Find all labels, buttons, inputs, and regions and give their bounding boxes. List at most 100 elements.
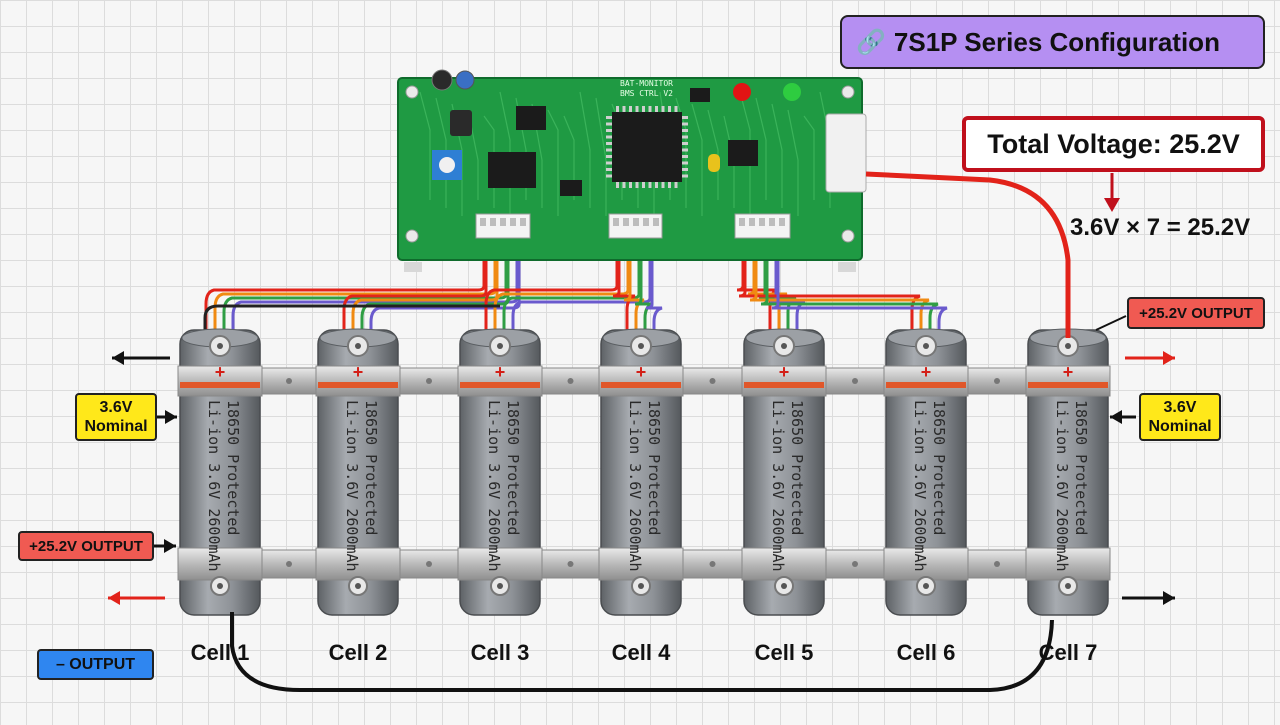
chip-pin xyxy=(629,182,632,188)
chip-pin xyxy=(616,182,619,188)
terminal-center xyxy=(1065,343,1071,349)
sense-wire xyxy=(231,238,519,338)
cell-band xyxy=(180,382,260,388)
battery-cell-6: + xyxy=(883,328,969,616)
capacitor xyxy=(455,70,475,90)
battery-cell-3: + xyxy=(457,328,543,616)
ic-chip xyxy=(690,88,710,102)
led-red xyxy=(733,83,751,101)
title-text: 7S1P Series Configuration xyxy=(893,26,1220,57)
pcb-trace xyxy=(755,97,767,200)
chip-pin xyxy=(682,161,688,165)
terminal-center xyxy=(217,583,223,589)
battery-cell-2: + xyxy=(315,328,401,616)
sense-wires xyxy=(203,238,948,338)
cell-label-5: Cell 5 xyxy=(754,640,814,665)
silkscreen-text: BMS CTRL V2 xyxy=(620,89,673,98)
positive-output-tag-right: +25.2V OUTPUT xyxy=(1127,297,1265,329)
positive-output-wire xyxy=(865,171,1071,338)
terminal-center xyxy=(781,343,787,349)
pcb-trace xyxy=(547,109,559,216)
cell-print-line2: Li-ion 3.6V 2600mAh xyxy=(205,400,223,572)
connector-pin xyxy=(480,218,486,226)
connector-pin xyxy=(749,218,755,226)
cell-print-line2: Li-ion 3.6V 2600mAh xyxy=(1053,400,1071,572)
chip-pin xyxy=(635,182,639,188)
connector-pin xyxy=(643,218,649,226)
cell-label-6: Cell 6 xyxy=(896,640,956,665)
spot-weld xyxy=(994,561,1000,567)
cell-label-2: Cell 2 xyxy=(328,640,388,665)
mounting-hole xyxy=(405,229,419,243)
top-clamp xyxy=(741,365,827,397)
cell-band xyxy=(318,382,398,388)
standoff xyxy=(404,262,422,272)
chip-pin xyxy=(606,129,612,132)
cell-print-line1: 18650 Protected xyxy=(224,400,242,536)
chip-pin xyxy=(682,129,688,132)
battery-cell-5: + xyxy=(741,328,827,616)
terminal-center xyxy=(497,583,503,589)
top-clamp xyxy=(177,365,263,397)
bottom-clamp xyxy=(457,547,543,581)
voltage-pointer-head xyxy=(1104,198,1120,212)
cell-print-line2: Li-ion 3.6V 2600mAh xyxy=(485,400,503,572)
spot-weld xyxy=(994,378,1000,384)
connector-pin xyxy=(623,218,629,226)
cell-print-line1: 18650 Protected xyxy=(504,400,522,536)
spot-weld xyxy=(852,378,858,384)
chip-pin xyxy=(606,148,612,152)
sense-wire xyxy=(771,238,948,338)
cell-print-line1: 18650 Protected xyxy=(1072,400,1090,536)
chip-pin xyxy=(642,106,645,112)
pcb-trace xyxy=(771,103,783,208)
chip-pin xyxy=(668,106,671,112)
link-icon: 🔗 xyxy=(856,28,886,56)
top-clamp xyxy=(883,365,969,397)
chip-pin xyxy=(648,182,652,188)
chip-pin xyxy=(682,168,688,171)
cell-print-line2: Li-ion 3.6V 2600mAh xyxy=(343,400,361,572)
pcb-trace xyxy=(499,91,511,216)
arrow-left-bottom-head xyxy=(108,591,120,605)
positive-symbol: + xyxy=(495,362,506,382)
chip-pin xyxy=(661,106,665,112)
spot-weld xyxy=(286,561,292,567)
chip-pin xyxy=(661,182,665,188)
silkscreen-text: BAT-MONITOR xyxy=(620,79,673,88)
positive-symbol: + xyxy=(1063,362,1074,382)
tag-pointer-1-head xyxy=(1110,410,1122,424)
title-badge: 🔗 7S1P Series Configuration xyxy=(840,15,1265,69)
ic-chip xyxy=(728,140,758,166)
sense-wire xyxy=(511,238,652,338)
potentiometer-knob xyxy=(439,157,455,173)
pcb-trace xyxy=(435,97,447,208)
connector-pin xyxy=(653,218,659,226)
total-voltage-label: Total Voltage: 25.2V xyxy=(987,128,1240,159)
cell-print-line2: Li-ion 3.6V 2600mAh xyxy=(911,400,929,572)
output-tag-pointer xyxy=(1095,315,1127,331)
spot-weld xyxy=(286,378,292,384)
cell-band xyxy=(460,382,540,388)
battery-cell-4: + xyxy=(598,328,684,616)
cell-label-7: Cell 7 xyxy=(1038,640,1098,665)
pcb-trace xyxy=(707,109,719,200)
chip-pin xyxy=(682,135,688,139)
cell-band xyxy=(886,382,966,388)
chip-pin xyxy=(622,182,626,188)
sense-wire xyxy=(484,238,619,338)
bottom-clamp xyxy=(883,547,969,581)
bottom-clamp xyxy=(1025,547,1111,581)
connector-pin xyxy=(520,218,526,226)
mounting-hole xyxy=(405,85,419,99)
direction-arrows xyxy=(108,351,1175,605)
